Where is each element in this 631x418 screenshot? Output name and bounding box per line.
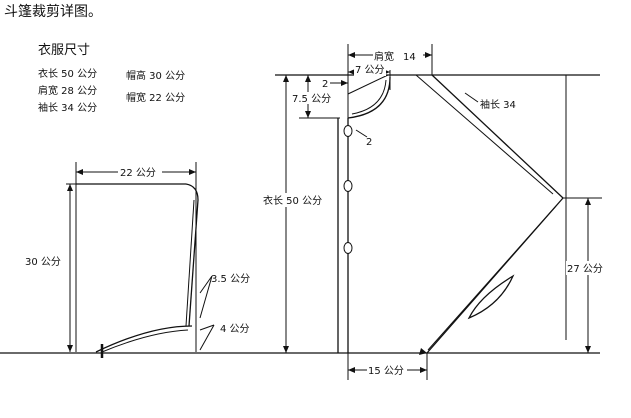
label-backing: [367, 364, 407, 376]
neckline-guide: [347, 74, 389, 95]
label-backing: [373, 50, 423, 62]
hood-front-inner-edge: [185, 199, 195, 327]
hem-width-label: 15 公分: [368, 365, 404, 377]
sleeve-top-edge: [431, 74, 564, 199]
sleeve-bottom-inner-edge: [427, 205, 557, 351]
arrowhead: [425, 52, 432, 58]
label-backing: [354, 64, 386, 76]
label-backing: [24, 254, 64, 268]
sleeve-label: 袖长 34: [480, 98, 516, 111]
arrowhead: [283, 75, 289, 82]
legend-title: 衣服尺寸: [38, 43, 91, 58]
label-backing: [566, 261, 606, 275]
neck-width-label: 7 公分: [355, 64, 385, 76]
legend-item-hood-height: 帽高 30 公分: [126, 71, 186, 82]
arrowhead: [305, 75, 311, 82]
button-1: [343, 125, 353, 137]
legend-item-sleeve: 袖长 34 公分: [38, 103, 98, 114]
hood-dim-b-label: 4 公分: [220, 323, 250, 335]
arrowhead: [283, 346, 289, 353]
arrowhead: [341, 80, 348, 86]
length-label: 衣长 50 公分: [263, 194, 322, 207]
arrowhead: [348, 69, 355, 75]
arrowhead: [419, 348, 427, 355]
label-backing: [291, 92, 335, 104]
legend-item-shoulder: 肩宽 28 公分: [38, 86, 98, 97]
side-length-label: 27 公分: [567, 263, 603, 275]
arrowhead: [189, 169, 196, 175]
hood-corner-curve: [185, 183, 199, 201]
arrowhead: [348, 52, 355, 58]
sleeve-top-inner-edge: [415, 74, 554, 195]
arrowhead: [76, 169, 83, 175]
hood-neck-inner-curve: [101, 329, 189, 353]
hood-neck-curve: [95, 325, 193, 353]
neck-depth-label: 2: [322, 79, 328, 90]
arm-slit-curve: [467, 274, 515, 320]
hood-width-label: 22 公分: [120, 167, 156, 179]
sleeve-label-leader: [464, 92, 479, 103]
hood-dim-b-leader-1: [199, 324, 215, 331]
hood-height-label: 30 公分: [25, 256, 61, 268]
label-backing: [118, 166, 162, 178]
legend-item-length: 衣长 50 公分: [38, 69, 98, 80]
caption: 斗篷裁剪详图。: [4, 4, 102, 20]
hood-dim-a-leader-1: [199, 275, 213, 294]
hood-dim-b-leader-2: [199, 324, 215, 351]
button-2: [343, 180, 353, 192]
arrowhead: [348, 367, 355, 373]
button-label-leader: [355, 129, 368, 138]
hood-front-edge: [188, 199, 199, 327]
arrowhead: [305, 111, 311, 118]
legend-item-hood-width: 帽宽 22 公分: [126, 93, 186, 104]
shoulder-label: 肩宽: [374, 50, 394, 63]
hood-dim-a-leader-2: [199, 275, 213, 319]
neck-height-label: 7.5 公分: [292, 93, 331, 105]
arrowhead: [67, 345, 73, 352]
hood-piece: [66, 162, 215, 358]
body-piece: [0, 44, 602, 380]
label-backing: [262, 193, 322, 207]
arrowhead: [585, 198, 591, 205]
neckline-curve: [347, 76, 391, 119]
neckline-inner-curve: [351, 79, 387, 115]
shoulder-value: 14: [403, 52, 416, 63]
arrowhead: [67, 184, 73, 191]
hood-dim-a-label: 3.5 公分: [211, 273, 250, 285]
arrowhead: [420, 367, 427, 373]
arrowhead: [585, 346, 591, 353]
button-3: [343, 242, 353, 254]
button-label: 2: [366, 137, 372, 148]
